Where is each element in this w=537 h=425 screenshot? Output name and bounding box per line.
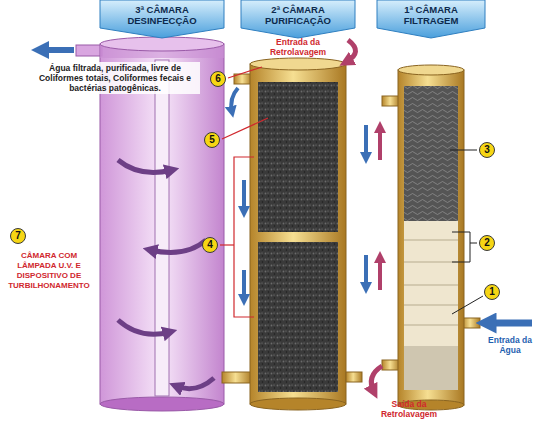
callout-number: 3 [479,142,495,158]
water-inlet-label: Entrada da Água [486,334,534,356]
callout-number: 2 [479,235,495,251]
banner-title: 3ª CÂMARA DESINFECÇÃO [118,0,206,38]
callout-number: 5 [204,132,220,148]
chamber-banner: 1ª CÂMARA FILTRAGEM [377,0,485,38]
leader-lines [220,67,483,317]
callout-number: 6 [210,71,226,87]
chamber-banner: 2ª CÂMARA PURIFICAÇÃO [241,0,355,38]
banner-fill [377,0,485,38]
banner-fill [100,0,224,38]
callout-number: 7 [10,228,26,244]
backwash-outlet-label: Saída da Retrolavagem [366,398,452,420]
banner-title: 2ª CÂMARA PURIFICAÇÃO [254,0,342,38]
banner-fill [241,0,355,38]
carbon-chamber [231,40,362,410]
callout-number: 4 [202,237,218,253]
banner-title: 1ª CÂMARA FILTRAGEM [387,0,475,38]
backwash-inlet-label: Entrada da Retrolavagem [262,36,334,58]
uv-chamber-label: CÂMARA COM LÂMPADA U.V. E DISPOSITIVO DE… [2,250,96,292]
output-note: Água filtrada, purificada, livre de Coli… [30,62,200,94]
filter-chamber [366,65,532,410]
callout-number: 1 [484,284,500,300]
chamber-banner: 3ª CÂMARA DESINFECÇÃO [100,0,224,38]
